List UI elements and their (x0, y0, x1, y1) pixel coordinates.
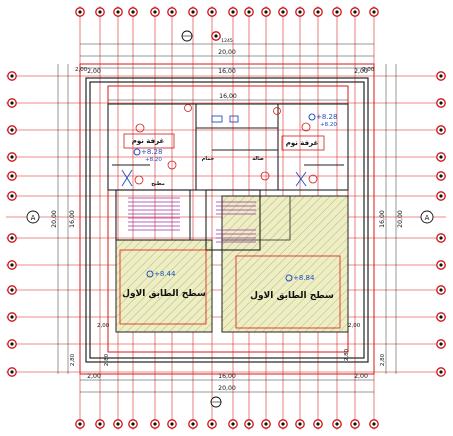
room-tags (119, 133, 341, 329)
roof-areas (115, 195, 349, 333)
dim-inner-top: 16,00 (219, 93, 237, 100)
dim-right-outer: 20,00 (397, 210, 404, 228)
building-frame (85, 77, 369, 363)
stairs (128, 197, 256, 243)
section-marker-left: A (26, 210, 40, 224)
dim-left-bottom-2: 2,80 (104, 353, 110, 366)
room-small-1: حمام (202, 156, 215, 162)
section-marker-top (181, 30, 193, 42)
section-marker-right: A (420, 210, 434, 224)
level-roof-left: +8.44 (154, 270, 176, 278)
room-bed-left: غرفة نوم (132, 137, 165, 145)
bottom-axis-bubbles (75, 397, 379, 429)
dim-right-bottom-side: 2,80 (380, 353, 386, 366)
level-bed-left: +8.28 (141, 148, 162, 156)
dim-bottom-right-side: 2,00 (354, 373, 368, 380)
dim-left-top-side: 2,00 (75, 67, 88, 73)
level-bed-left-sub: +8.20 (145, 157, 162, 163)
dimension-labels: 1245 20,00 16,00 2,00 2,00 16,00 20,00 1… (51, 38, 404, 392)
room-small-3: مطبخ (151, 181, 165, 187)
roof-left (115, 239, 213, 333)
dim-top-left-side: 2,00 (87, 68, 101, 75)
level-markers: +8.28 +8.20 +8.28 +8.20 +8.44 +8.84 (133, 113, 337, 282)
left-axis-bubbles (7, 71, 17, 377)
dim-top-outer: 20,00 (218, 49, 236, 56)
dim-top-right-side: 2,00 (354, 68, 368, 75)
room-bed-right: غرفة نوم (286, 139, 319, 147)
right-axis-bubbles (436, 71, 446, 377)
section-marker-bottom (210, 396, 222, 408)
dim-bottom-outer: 20,00 (218, 385, 236, 392)
dim-left-outer: 20,00 (51, 210, 58, 228)
room-roof-right: سطح الطابق الاول (250, 291, 334, 301)
dim-inner-mid: 2,00 (97, 323, 110, 329)
dim-inner-bot: 2,80 (344, 348, 350, 361)
dim-right-top-side: 2,00 (362, 67, 375, 73)
roof-right-upper (221, 195, 291, 241)
dim-inner-mid-right: 2,00 (348, 323, 361, 329)
dim-bottom-inner: 16,00 (218, 373, 236, 380)
dim-bottom-left-side: 2,00 (87, 373, 101, 380)
dim-left-bottom-side: 2,80 (70, 353, 76, 366)
svg-text:A: A (425, 214, 430, 222)
interior-walls (107, 103, 349, 251)
level-bed-right: +8.28 (316, 113, 337, 121)
roof-right (221, 195, 349, 333)
dim-left-inner: 16,00 (69, 210, 76, 228)
level-roof-right: +8.84 (293, 274, 315, 282)
dim-right-inner: 16,00 (379, 210, 386, 228)
dim-top-small: 1245 (221, 38, 233, 44)
top-axis-bubbles (75, 7, 379, 41)
dim-top-inner: 16,00 (218, 68, 236, 75)
fixtures (134, 104, 318, 185)
level-bed-right-sub: +8.20 (320, 122, 337, 128)
room-roof-left: سطح الطابق الاول (122, 289, 206, 299)
blue-fixtures (121, 115, 307, 187)
room-labels: غرفة نوم غرفة نوم سطح الطابق الاول سطح ا… (122, 137, 334, 301)
dimension-lines (57, 43, 397, 393)
room-small-2: صالة (252, 156, 264, 162)
svg-text:A: A (31, 214, 36, 222)
